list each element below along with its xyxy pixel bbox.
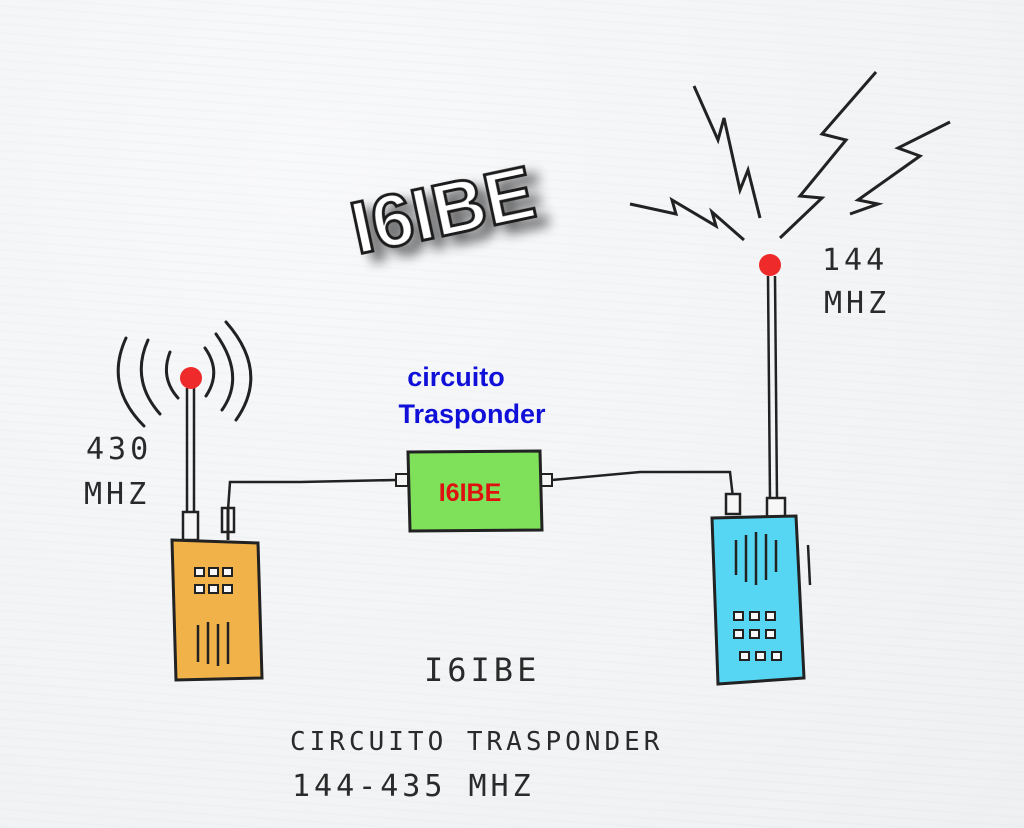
logo: I6IBE [342,149,543,272]
left-radio [170,506,264,682]
right-freq-value: 144 [822,243,888,278]
transponder-box: I6IBE [395,449,553,533]
left-freq-value: 430 [86,432,152,467]
left-antenna [181,388,200,542]
right-freq-unit: MHZ [824,286,890,321]
left-antenna-tip-icon [180,367,202,389]
signal-waves-icon [116,320,253,428]
transponder-box-label: I6IBE [439,479,502,507]
right-radio [710,492,812,686]
radio-waves-icon [629,71,951,242]
center-label-line1: circuito [407,362,505,392]
logo-text: I6IBE [344,150,542,270]
cable-left [226,478,397,511]
cable-right [551,470,735,499]
right-antenna [765,275,787,522]
bottom-callsign: I6IBE [424,651,540,689]
right-antenna-tip-icon [759,254,781,276]
center-label-line2: Trasponder [398,399,546,429]
bottom-title-line2: 144-435 MHZ [292,769,535,804]
bottom-title-line1: CIRCUITO TRASPONDER [290,727,663,757]
left-freq-unit: MHZ [84,477,150,512]
